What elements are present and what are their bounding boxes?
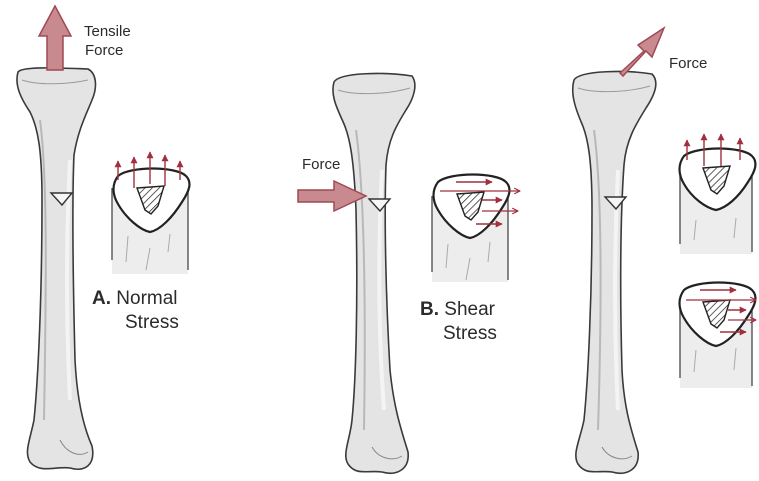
- tensile-force-label-line2: Force: [85, 43, 123, 58]
- cross-section-shear: [432, 175, 520, 283]
- tibia-bone-c: [573, 72, 656, 474]
- panel-b-title-line2: Stress: [443, 324, 497, 343]
- tibia-bone-b: [333, 74, 415, 474]
- panel-a-letter: A.: [92, 288, 111, 309]
- cross-section-normal: [112, 152, 189, 274]
- panel-a-title: A. Normal: [92, 289, 178, 308]
- cross-section-combined-normal: [680, 134, 756, 254]
- panel-b-title-line1: Shear: [444, 299, 495, 320]
- shear-force-label: Force: [302, 157, 340, 172]
- tibia-bone-a: [17, 68, 96, 469]
- panel-b-letter: B.: [420, 299, 439, 320]
- tensile-force-arrow: [39, 6, 71, 70]
- panel-a-title-line1: Normal: [116, 288, 177, 309]
- tensile-force-label-line1: Tensile: [84, 24, 131, 39]
- cross-section-combined-shear: [680, 283, 757, 389]
- panel-a-title-line2: Stress: [125, 313, 179, 332]
- oblique-force-arrow: [620, 28, 664, 76]
- oblique-force-label: Force: [669, 56, 707, 71]
- panel-b-title: B. Shear: [420, 300, 495, 319]
